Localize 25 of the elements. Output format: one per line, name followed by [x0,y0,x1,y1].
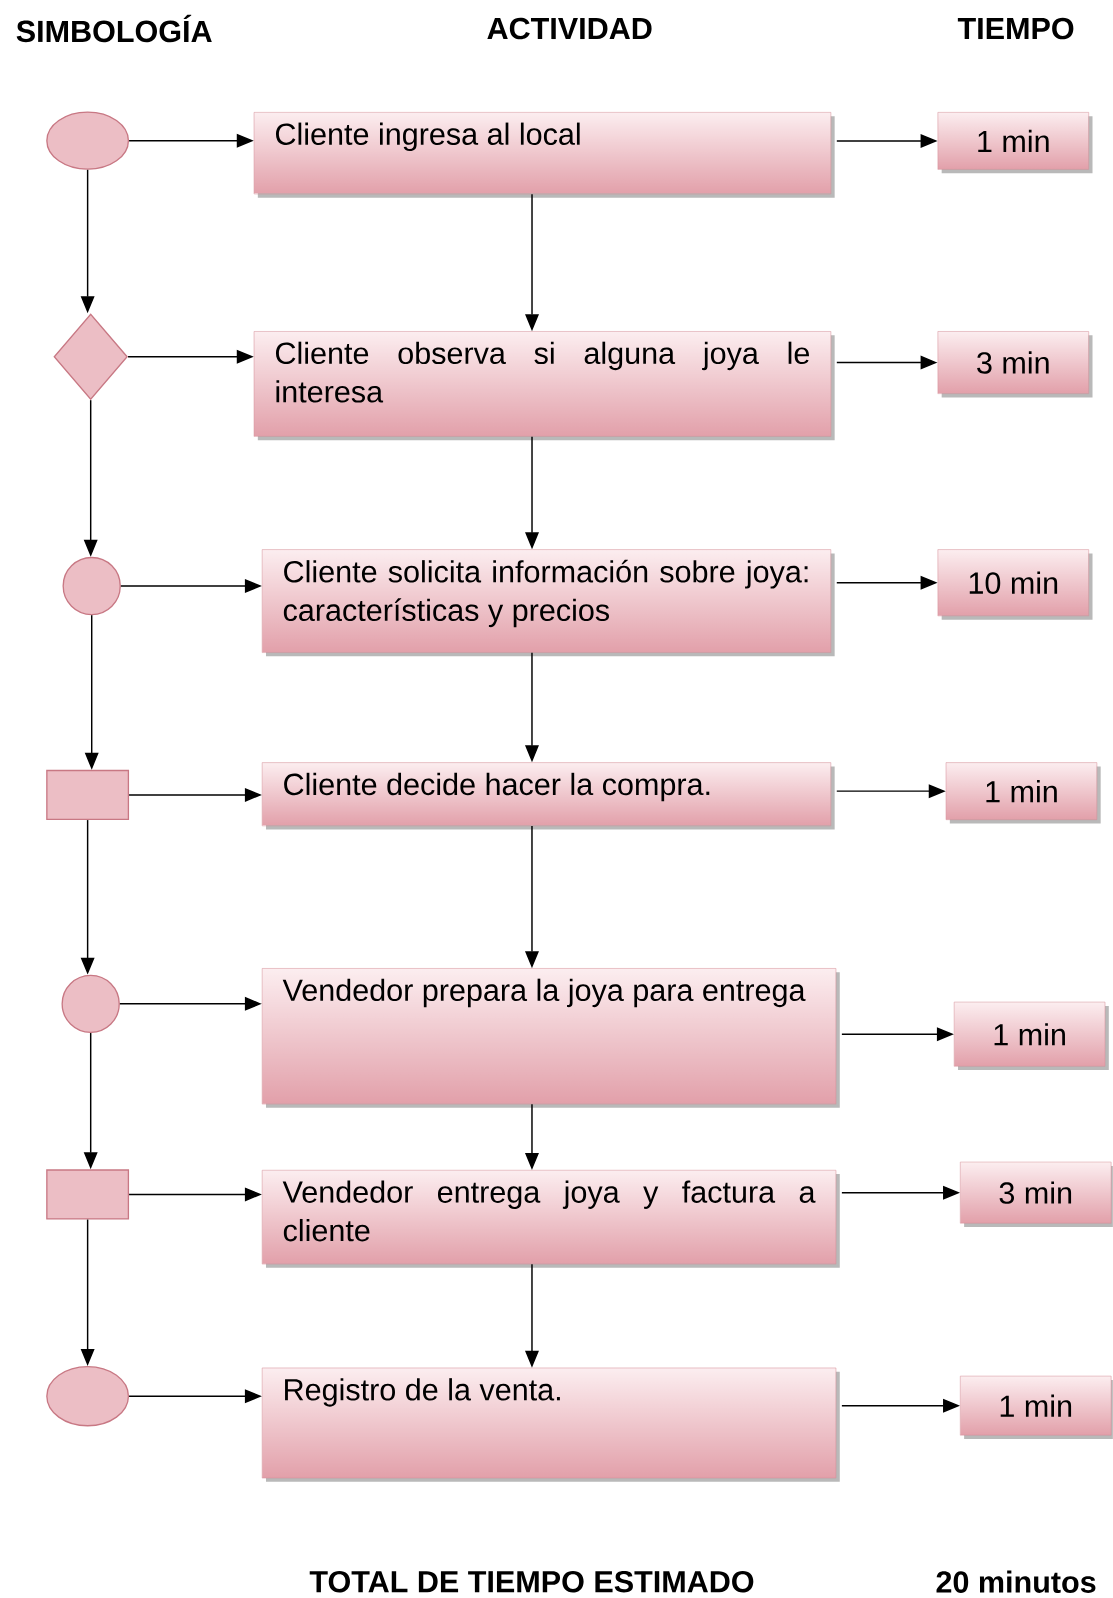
activity-box: Registro de la venta. [261,1367,840,1482]
column-heading: SIMBOLOGÍA [16,14,212,43]
activity-box: Cliente solicita información sobre joya: características y precios [261,549,835,657]
total-value: 20 minutos [936,1570,1096,1593]
oval-symbol [46,111,130,170]
activity-box: Vendedor prepara la joya para entrega [261,968,840,1108]
column-heading: ACTIVIDAD [487,17,652,40]
time-box: 3 min [960,1161,1113,1228]
time-box: 3 min [937,331,1093,398]
activity-box: Cliente decide hacer la compra. [261,762,835,830]
activity-box: Cliente observa si alguna joya le interesa [253,331,835,441]
time-box: 10 min [937,549,1093,620]
time-box: 1 min [960,1375,1113,1440]
total-label: TOTAL DE TIEMPO ESTIMADO [309,1570,754,1593]
oval-symbol [46,1366,130,1427]
time-box: 1 min [937,112,1093,174]
activity-box: Cliente ingresa al local [253,112,835,198]
column-heading: TIEMPO [957,17,1074,40]
circle-symbol [62,556,121,616]
circle-symbol [61,974,120,1034]
activity-box: Vendedor entrega joya y factura a cliente [261,1170,840,1268]
time-box: 1 min [945,762,1101,824]
time-box: 1 min [953,1001,1109,1071]
rectangle-symbol [46,769,130,821]
rectangle-symbol [46,1169,130,1220]
